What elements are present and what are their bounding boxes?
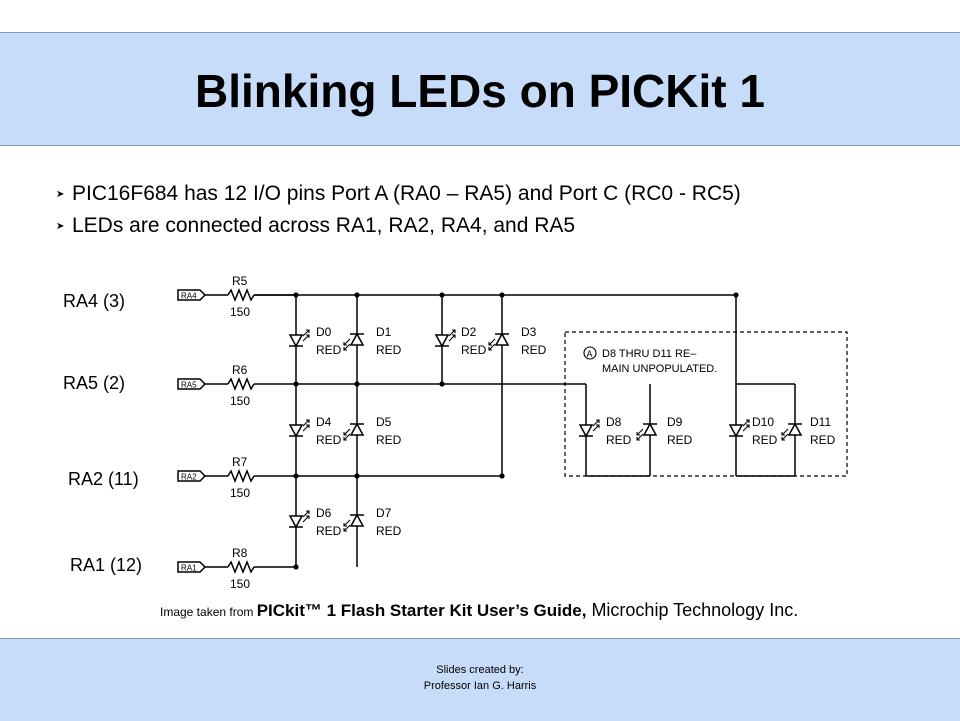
arrowhead-icon: ➤	[56, 188, 65, 200]
led-d1-color: RED	[376, 343, 402, 357]
resistor-r6-value: 150	[230, 394, 250, 408]
led-d11-color: RED	[810, 433, 836, 447]
led-d0-color: RED	[316, 343, 342, 357]
led-d11: D11 RED	[781, 415, 836, 447]
bullet-list: ➤ PIC16F684 has 12 I/O pins Port A (RA0 …	[56, 178, 741, 242]
led-d9-name: D9	[667, 415, 683, 429]
resistor-r8-label: R8	[232, 546, 248, 560]
footer-line-2: Professor Ian G. Harris	[423, 680, 537, 692]
led-d4: D4 RED	[288, 415, 342, 447]
port-tag-ra1: RA1	[177, 561, 207, 573]
arrowhead-icon: ➤	[56, 220, 65, 232]
footer-credit: Slides created by: Professor Ian G. Harr…	[0, 662, 960, 694]
bullet-text: PIC16F684 has 12 I/O pins Port A (RA0 – …	[72, 182, 741, 205]
resistor-r6-label: R6	[232, 363, 248, 377]
junction-dots	[293, 292, 739, 570]
led-d10-name: D10	[752, 415, 774, 429]
note-marker-letter: A	[587, 349, 593, 359]
led-d9: D9 RED	[636, 415, 693, 447]
port-tag-ra1-text: RA1	[181, 564, 197, 573]
resistor-r8-value: 150	[230, 577, 250, 591]
led-d3: D3 RED	[488, 325, 547, 357]
caption-suffix: Microchip Technology Inc.	[586, 600, 799, 620]
led-d5: D5 RED	[343, 415, 402, 447]
led-d11-name: D11	[810, 415, 831, 429]
resistor-r7-value: 150	[230, 486, 250, 500]
led-d7: D7 RED	[343, 506, 402, 538]
led-d7-color: RED	[376, 524, 402, 538]
port-tag-ra2-text: RA2	[181, 473, 197, 482]
image-source-caption: Image taken from PICkit™ 1 Flash Starter…	[160, 600, 798, 621]
led-d10: D10 RED	[728, 415, 778, 447]
note-marker-circle	[583, 346, 597, 360]
led-d1: D1 RED	[343, 325, 402, 357]
led-d8-color: RED	[606, 433, 632, 447]
resistor-r5-value: 150	[230, 305, 250, 319]
led-d10-color: RED	[752, 433, 778, 447]
port-tag-ra5-text: RA5	[181, 381, 197, 390]
led-d3-color: RED	[521, 343, 547, 357]
resistor-r7: R7 150	[205, 455, 255, 500]
resistor-r5: R5 150	[205, 274, 296, 319]
unpopulated-region-box	[564, 331, 848, 477]
led-d6-color: RED	[316, 524, 342, 538]
pin-label-ra5: RA5 (2)	[63, 373, 126, 393]
led-d1-name: D1	[376, 325, 392, 339]
port-tag-ra4: RA4	[177, 289, 207, 301]
led-d8: D8 RED	[578, 415, 632, 447]
pin-label-ra4: RA4 (3)	[63, 291, 126, 311]
led-d9-color: RED	[667, 433, 693, 447]
led-d2-color: RED	[461, 343, 487, 357]
led-d4-name: D4	[316, 415, 332, 429]
resistor-r5-label: R5	[232, 274, 248, 288]
port-tag-ra5: RA5	[177, 378, 207, 390]
led-d5-color: RED	[376, 433, 402, 447]
led-d3-name: D3	[521, 325, 537, 339]
led-d6-name: D6	[316, 506, 332, 520]
led-d7-name: D7	[376, 506, 392, 520]
bullet-item: ➤ PIC16F684 has 12 I/O pins Port A (RA0 …	[56, 178, 741, 210]
slide-title: Blinking LEDs on PICKit 1	[195, 65, 765, 117]
pin-label-ra1: RA1 (12)	[70, 555, 143, 575]
title-band	[0, 32, 960, 146]
note-line-2: MAIN UNPOPULATED.	[602, 363, 717, 375]
led-d8-name: D8	[606, 415, 622, 429]
port-tag-ra4-text: RA4	[181, 292, 197, 301]
led-d2-name: D2	[461, 325, 477, 339]
led-d6: D6 RED	[288, 506, 342, 538]
pin-label-ra2: RA2 (11)	[68, 469, 139, 489]
led-d0-name: D0	[316, 325, 332, 339]
resistor-r7-label: R7	[232, 455, 248, 469]
led-d4-color: RED	[316, 433, 342, 447]
bullet-item: ➤ LEDs are connected across RA1, RA2, RA…	[56, 210, 741, 242]
bullet-text: LEDs are connected across RA1, RA2, RA4,…	[72, 214, 576, 237]
led-d0: D0 RED	[288, 325, 342, 357]
led-d5-name: D5	[376, 415, 392, 429]
caption-prefix: Image taken from	[160, 605, 257, 619]
caption-title: PICkit™ 1 Flash Starter Kit User’s Guide…	[256, 601, 587, 620]
port-tag-ra2: RA2	[177, 470, 207, 482]
resistor-r8: R8 150	[205, 546, 255, 591]
resistor-r6: R6 150	[205, 363, 255, 408]
note-line-1: D8 THRU D11 RE–	[602, 348, 697, 360]
led-d2: D2 RED	[434, 325, 487, 357]
footer-line-1: Slides created by:	[436, 664, 524, 676]
footer-band	[0, 638, 960, 721]
